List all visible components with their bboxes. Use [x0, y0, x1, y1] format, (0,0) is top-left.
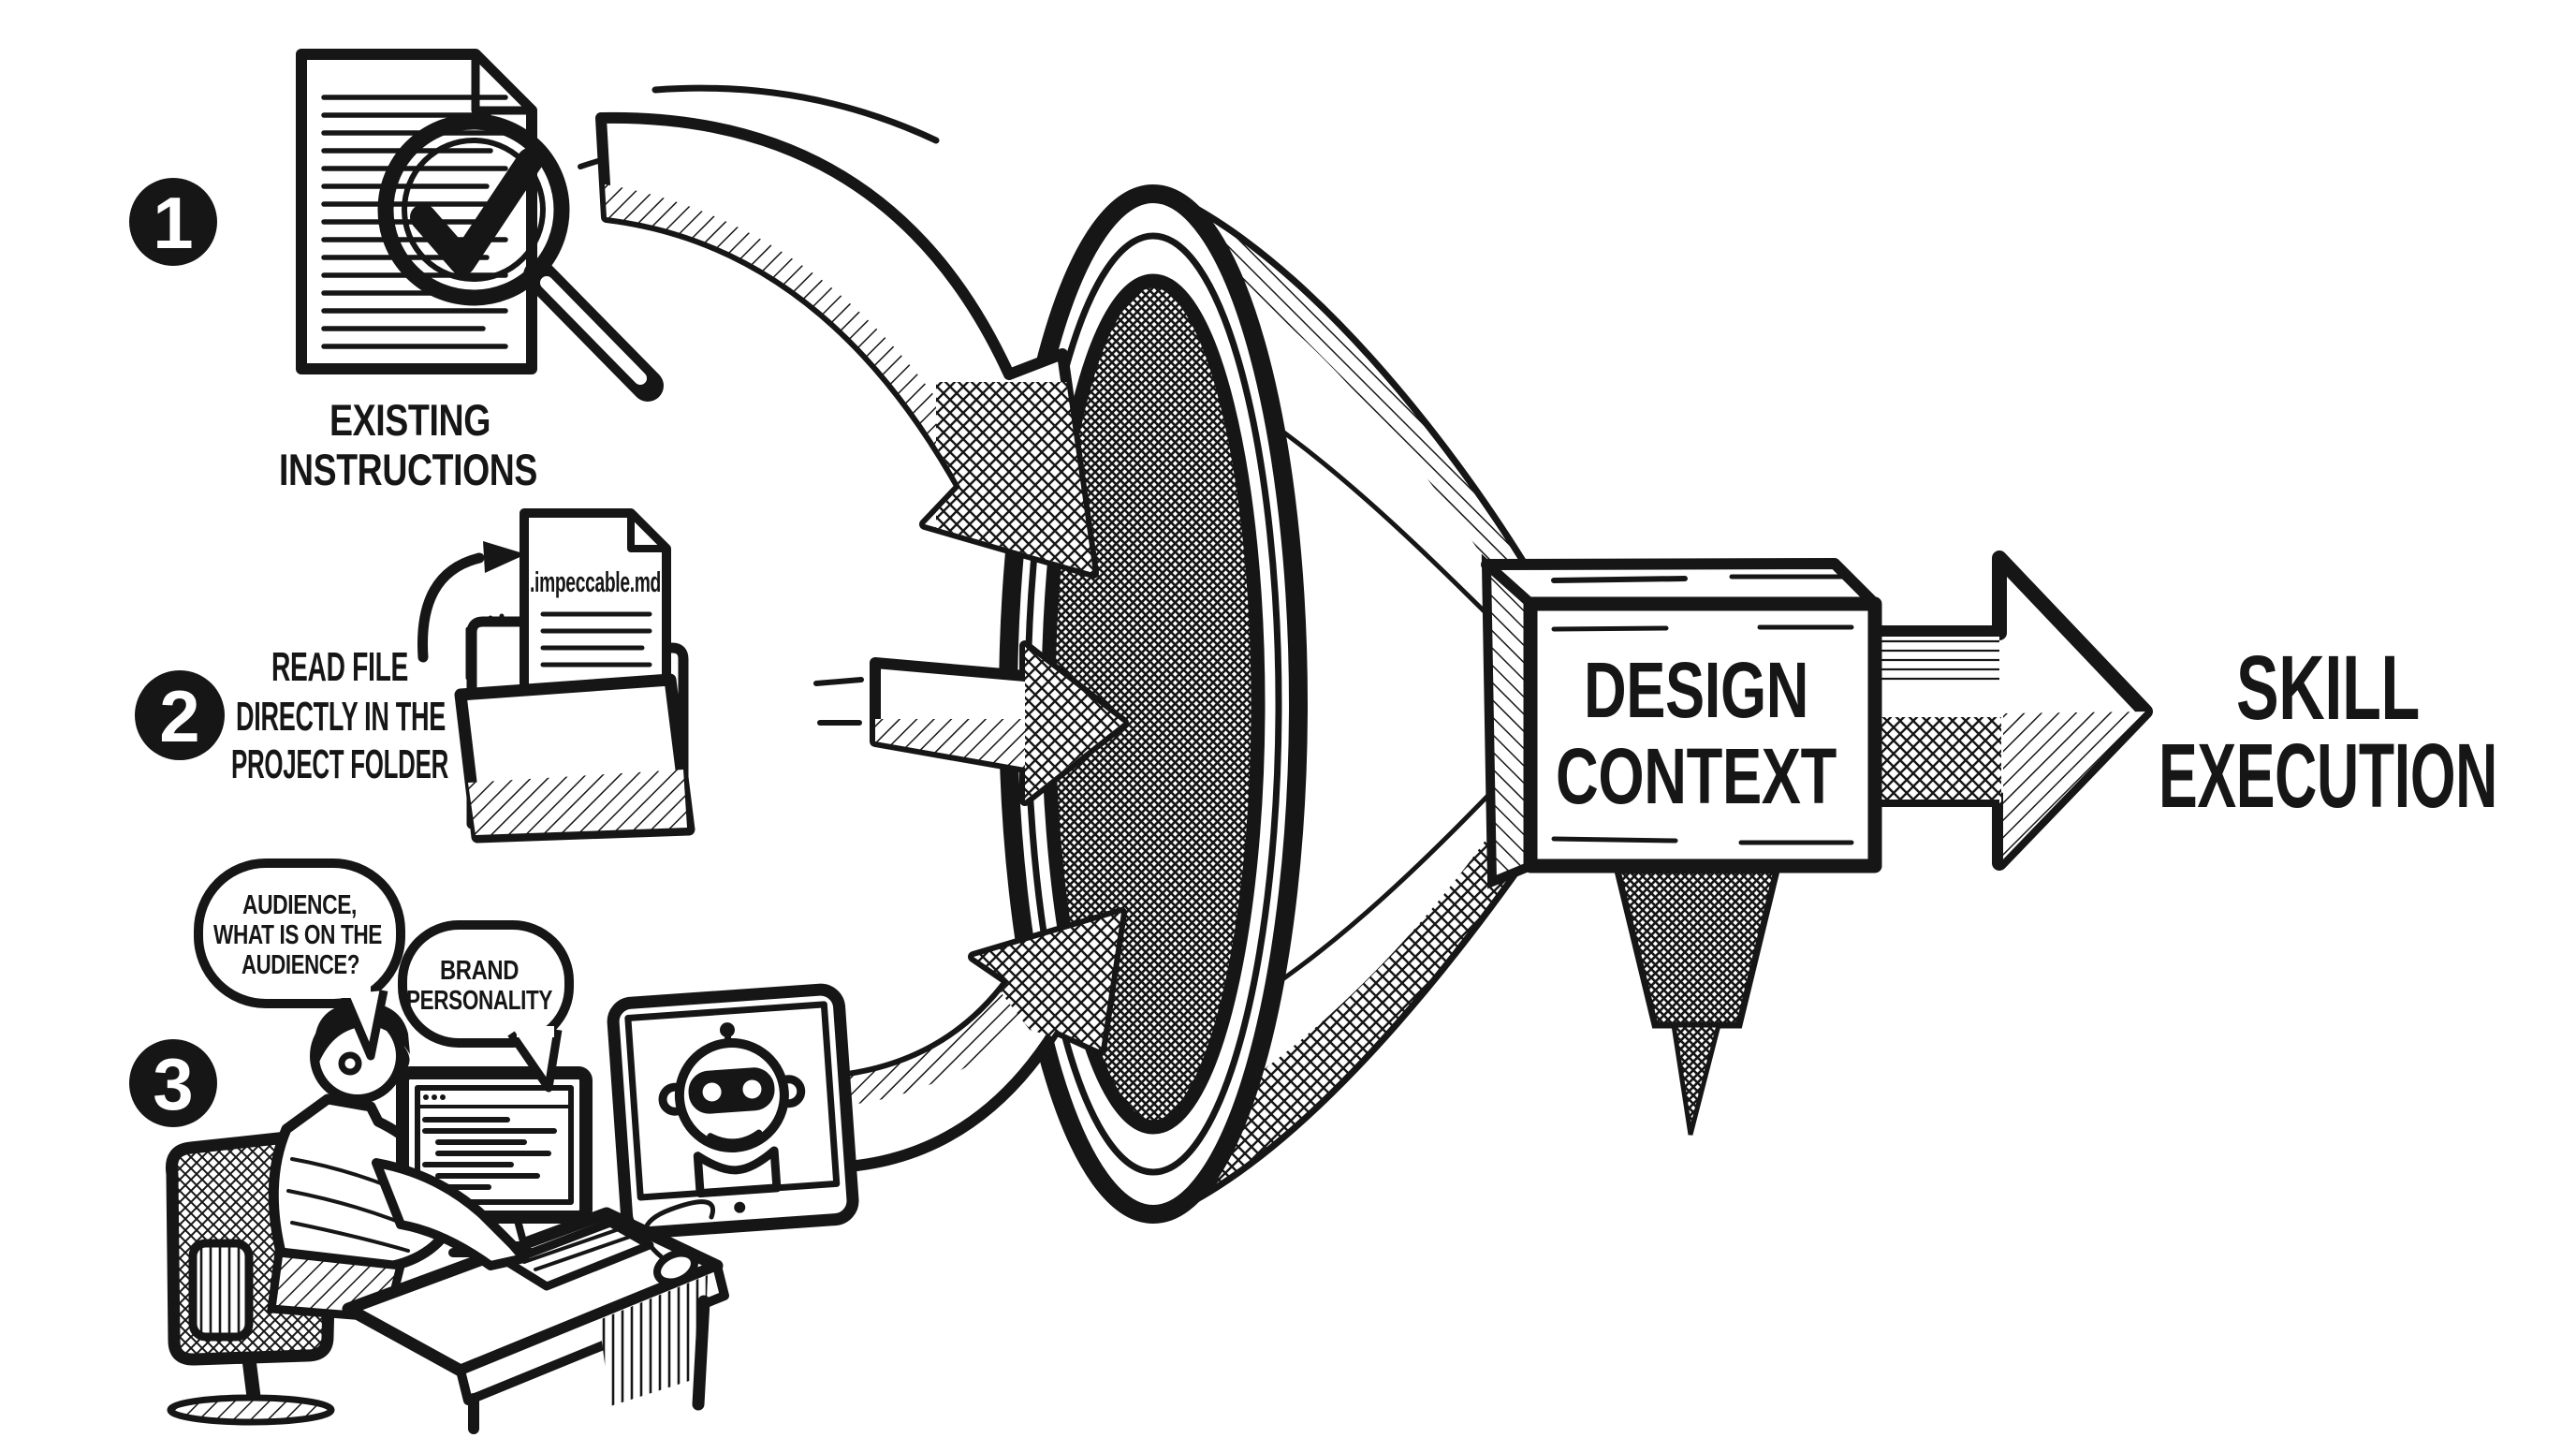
skill-execution-label: SKILL EXECUTION — [2159, 637, 2498, 827]
step2-label-line2: DIRECTLY IN THE — [236, 694, 446, 740]
bubble1-tail-mask — [281, 985, 371, 998]
step1-label-line1: EXISTING — [329, 395, 490, 445]
speech-bubble-1: AUDIENCE, WHAT IS ON THE AUDIENCE? — [194, 858, 405, 1061]
speed-line — [651, 84, 940, 144]
tablet-device — [607, 983, 859, 1240]
file-icon: .impeccable.md — [520, 508, 671, 716]
design-context-box: DESIGN CONTEXT — [1481, 553, 1882, 889]
box-front-face — [1523, 596, 1882, 873]
bubble1-line1: AUDIENCE, — [242, 890, 357, 920]
bubble1-shape — [194, 858, 405, 1008]
speed-line — [813, 677, 864, 686]
robot-eye-left — [702, 1082, 722, 1102]
skill-execution-line2: EXECUTION — [2159, 725, 2497, 827]
context-box-line2: CONTEXT — [1556, 732, 1837, 820]
robot-smile — [707, 1129, 763, 1146]
step3-group: 3 — [129, 858, 859, 1434]
step1-number: 1 — [153, 182, 193, 264]
step1-label-line2: INSTRUCTIONS — [279, 445, 537, 494]
step2-number-badge — [135, 670, 225, 760]
bubble1-line3: AUDIENCE? — [242, 950, 359, 980]
file-name-label: .impeccable.md — [530, 565, 661, 598]
chair-base — [167, 1394, 335, 1426]
output-arrow-icon — [1857, 550, 2153, 871]
step2-label-line3: PROJECT FOLDER — [231, 741, 448, 787]
context-box-pedestal — [1613, 867, 1781, 1136]
person-hair — [314, 1002, 410, 1075]
pointer-arrowhead — [483, 541, 526, 573]
box-streak-lines — [1551, 574, 1854, 845]
step3-number-badge — [129, 1039, 217, 1127]
desk-leg — [692, 1295, 710, 1411]
desk — [342, 1207, 729, 1434]
bubble2-line2: PERSONALITY — [406, 986, 552, 1016]
bubble2-shape — [398, 920, 574, 1048]
bubble1-line2: WHAT IS ON THE — [213, 920, 382, 950]
top-curved-arrow — [578, 84, 1099, 579]
bubble2-tail — [507, 1029, 563, 1093]
skill-execution-line1: SKILL — [2236, 637, 2420, 739]
code-lines — [422, 1117, 557, 1190]
check-icon — [410, 148, 543, 275]
bubble1-tail — [340, 990, 388, 1061]
robot-torso — [693, 1146, 782, 1198]
folder-icon: .impeccable.md — [454, 508, 695, 844]
tablet-home-button — [734, 1201, 746, 1213]
person-arm — [372, 1158, 529, 1270]
folder-front-hatch — [468, 770, 687, 835]
step2-number: 2 — [159, 675, 199, 757]
robot-icon — [658, 1022, 806, 1198]
bottom-curved-arrow — [827, 907, 1127, 1173]
context-box-line1: DESIGN — [1584, 646, 1808, 734]
pedestal-spike — [1671, 1022, 1722, 1136]
step3-number: 3 — [153, 1043, 193, 1125]
chair-lumbar — [188, 1239, 254, 1342]
step2-group: 2 READ FILE DIRECTLY IN THE PROJECT FOLD… — [135, 508, 695, 844]
step1-group: 1 — [129, 49, 664, 494]
step2-label-line1: READ FILE — [271, 644, 408, 690]
magnifier-check-icon — [377, 113, 664, 402]
person-ear — [338, 1051, 362, 1076]
step1-number-badge — [129, 178, 217, 266]
mouse-icon — [642, 1199, 715, 1286]
bubble2-line1: BRAND — [440, 956, 519, 986]
pedestal-column — [1613, 867, 1781, 1029]
bubble2-tail-mask — [517, 1026, 554, 1037]
robot-eye-right — [742, 1079, 762, 1099]
desk-skirt-hatch — [599, 1275, 708, 1406]
curved-pointer-arrow — [417, 541, 526, 663]
speech-bubble-2: BRAND PERSONALITY — [398, 920, 574, 1093]
robot-visor — [688, 1067, 775, 1114]
